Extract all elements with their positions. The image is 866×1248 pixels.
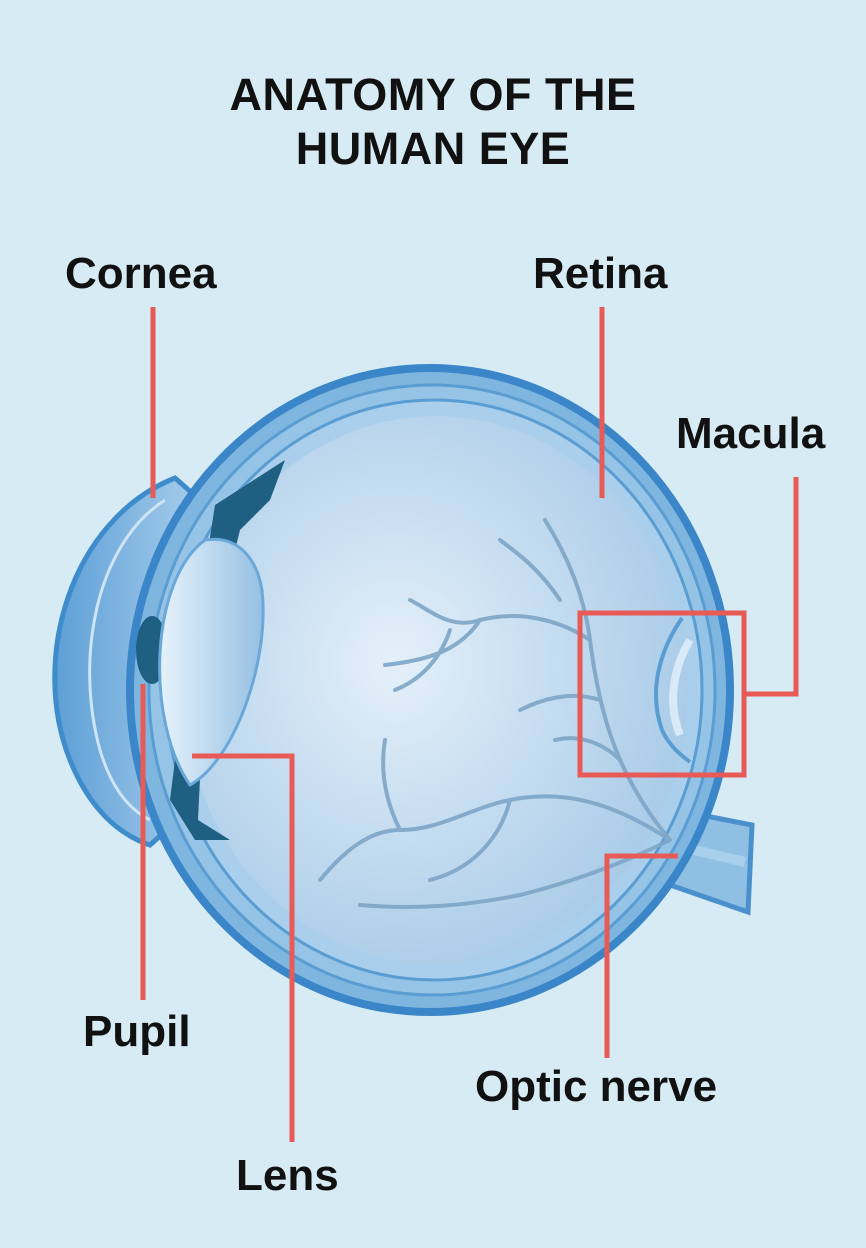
macula-leader — [745, 477, 796, 694]
label-pupil: Pupil — [83, 1010, 191, 1054]
label-lens: Lens — [236, 1154, 339, 1198]
label-optic-nerve: Optic nerve — [475, 1065, 717, 1109]
label-cornea: Cornea — [65, 252, 217, 296]
label-retina: Retina — [533, 252, 667, 296]
label-macula: Macula — [676, 412, 825, 456]
